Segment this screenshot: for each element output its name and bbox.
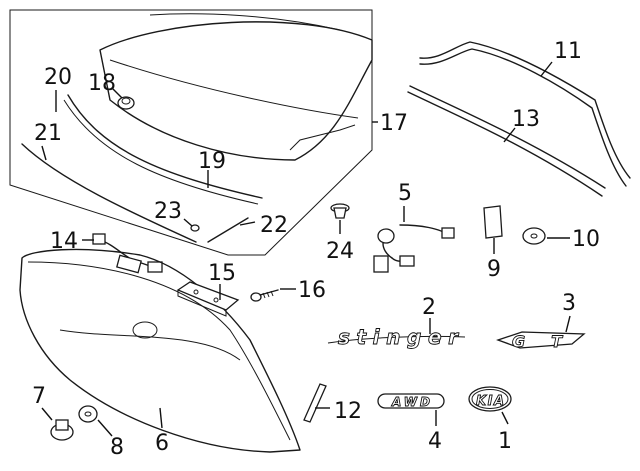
- trunk-lid-panel: [99, 13, 373, 161]
- leader-7: [41, 407, 53, 421]
- leader-1: [501, 411, 509, 425]
- grommet-18: [117, 96, 135, 110]
- weatherstrip-20: [67, 94, 263, 199]
- callout-2: 2: [422, 295, 436, 320]
- molding-13: [407, 85, 606, 197]
- callout-24: 24: [326, 239, 354, 264]
- callout-13: 13: [512, 107, 540, 132]
- nut-7: [50, 419, 74, 441]
- gt-emblem: GT: [496, 331, 586, 351]
- clip-23: [190, 224, 200, 232]
- awd-badge: AWD: [377, 393, 445, 409]
- leader-6: [159, 407, 163, 429]
- model-script-emblem: stinger: [327, 325, 466, 349]
- leader-8: [97, 419, 113, 437]
- leader-21: [41, 145, 47, 161]
- bracket-15: [176, 281, 240, 317]
- callout-11: 11: [554, 39, 582, 64]
- seal-22: [207, 217, 249, 243]
- leader-3: [565, 315, 571, 333]
- leader-11: [540, 61, 553, 77]
- callout-7: 7: [32, 384, 46, 409]
- garnish-6: [19, 248, 301, 453]
- seal-21: [21, 143, 197, 243]
- strip-12: [303, 383, 327, 423]
- callout-6: 6: [155, 431, 169, 456]
- callout-4: 4: [428, 429, 442, 454]
- kia-text: KIA: [476, 394, 504, 409]
- bumper-10: [522, 227, 546, 245]
- pad-9: [483, 205, 503, 239]
- wiring-harness-5: [373, 224, 455, 273]
- kia-emblem: KIA: [468, 386, 512, 412]
- washer-8: [78, 405, 98, 423]
- callout-23: 23: [154, 199, 182, 224]
- callout-18: 18: [88, 71, 116, 96]
- harness-14: [92, 233, 163, 274]
- callout-10: 10: [572, 227, 600, 252]
- fastener-24: [330, 203, 350, 219]
- callout-17: 17: [380, 111, 408, 136]
- model-script-text: stinger: [338, 325, 459, 349]
- callout-1: 1: [498, 429, 512, 454]
- bolt-16: [250, 289, 279, 302]
- callout-16: 16: [298, 278, 326, 303]
- callout-19: 19: [198, 149, 226, 174]
- leader-22: [239, 221, 256, 226]
- callout-20: 20: [44, 65, 72, 90]
- callout-22: 22: [260, 213, 288, 238]
- awd-text: AWD: [391, 395, 430, 409]
- leader-13: [503, 127, 516, 143]
- weatherstrip-20b: [63, 99, 259, 205]
- callout-8: 8: [110, 435, 124, 460]
- leader-23: [183, 218, 193, 227]
- callout-9: 9: [487, 257, 501, 282]
- inset-box-17: [9, 9, 373, 256]
- callout-12: 12: [334, 399, 362, 424]
- callout-5: 5: [398, 181, 412, 206]
- callout-14: 14: [50, 229, 78, 254]
- callout-3: 3: [562, 291, 576, 316]
- leader-18: [111, 87, 123, 99]
- callout-15: 15: [208, 261, 236, 286]
- callout-21: 21: [34, 121, 62, 146]
